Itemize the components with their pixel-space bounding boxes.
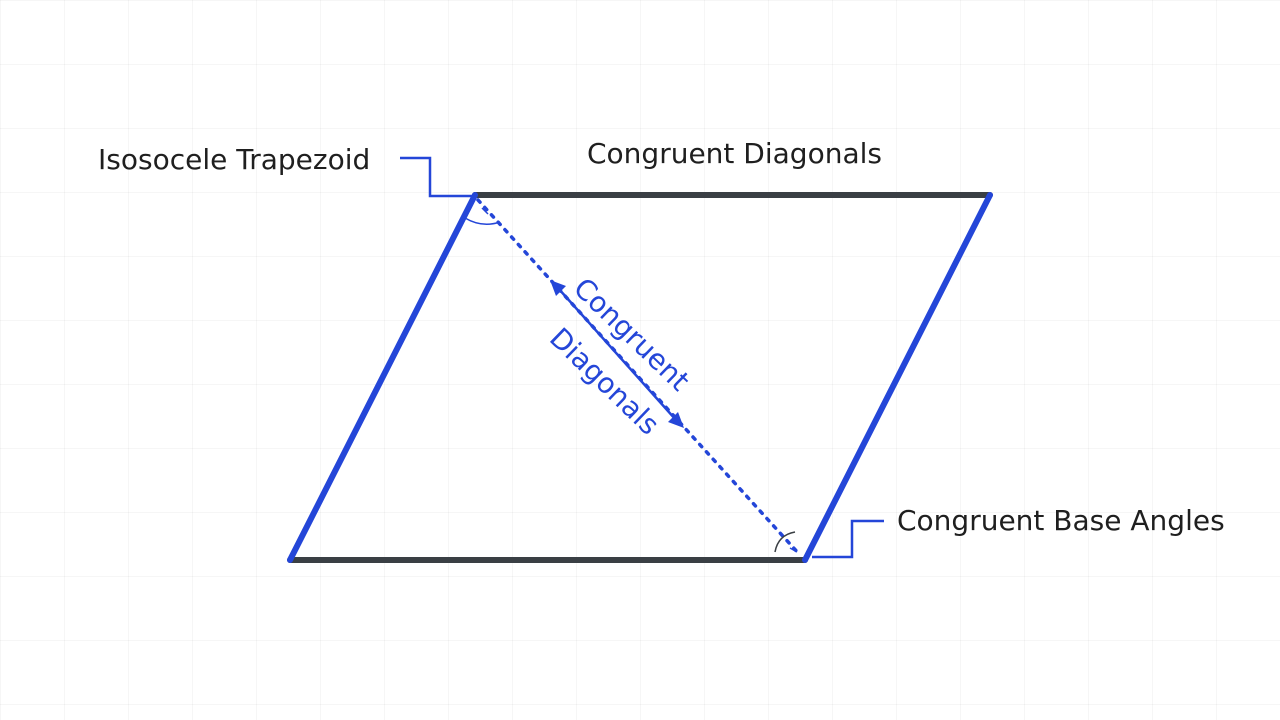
left-leg-edge	[287, 192, 478, 563]
right-leg-edge	[802, 192, 993, 563]
diagonal-arrow	[550, 280, 684, 428]
top-angle-tick	[481, 207, 489, 215]
bottom-angle-arc	[774, 531, 796, 553]
shape-name-label: Isosocele Trapezoid	[98, 143, 370, 176]
bottom-angle-tick	[789, 547, 798, 553]
top-angle-arc	[464, 217, 501, 225]
diagonals-title: Congruent Diagonals	[587, 137, 882, 170]
shape-name-leader	[400, 156, 472, 198]
angle-label-leader	[812, 519, 884, 559]
base-angles-label: Congruent Base Angles	[897, 504, 1225, 537]
